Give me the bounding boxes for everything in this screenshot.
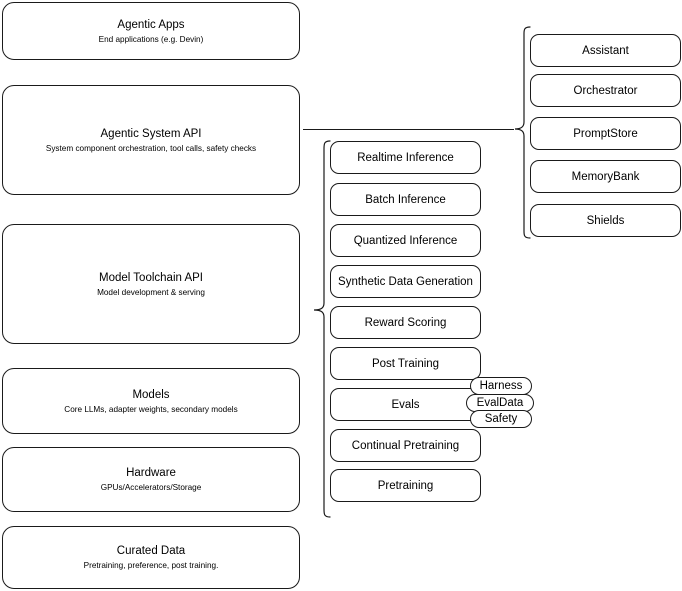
eval-badge-safety[interactable]: Safety bbox=[470, 410, 532, 428]
capability-box-evals[interactable]: Evals bbox=[330, 388, 481, 421]
eval-badge-label: Harness bbox=[479, 380, 523, 392]
component-label: MemoryBank bbox=[571, 170, 640, 183]
connector-agentic-system-api-to-components bbox=[303, 129, 514, 130]
component-label: Shields bbox=[586, 214, 625, 227]
capability-label: Realtime Inference bbox=[357, 151, 454, 164]
eval-badge-label: EvalData bbox=[476, 397, 524, 409]
capability-label: Synthetic Data Generation bbox=[338, 275, 473, 288]
component-box-orchestrator[interactable]: Orchestrator bbox=[530, 74, 681, 107]
eval-badge-label: Safety bbox=[484, 413, 518, 425]
layer-subtitle: System component orchestration, tool cal… bbox=[45, 143, 257, 153]
capability-box-pretraining[interactable]: Pretraining bbox=[330, 469, 481, 502]
component-box-memorybank[interactable]: MemoryBank bbox=[530, 160, 681, 193]
capability-label: Reward Scoring bbox=[364, 316, 447, 329]
layer-title: Models bbox=[132, 388, 170, 401]
eval-badge-harness[interactable]: Harness bbox=[470, 377, 532, 395]
component-label: PromptStore bbox=[573, 127, 638, 140]
layer-title: Curated Data bbox=[116, 545, 186, 557]
capability-label: Quantized Inference bbox=[353, 234, 458, 247]
component-box-assistant[interactable]: Assistant bbox=[530, 34, 681, 67]
capability-label: Evals bbox=[391, 398, 420, 411]
layer-box-curated-data[interactable]: Curated Data Pretraining, preference, po… bbox=[2, 526, 300, 589]
layer-subtitle: Core LLMs, adapter weights, secondary mo… bbox=[64, 404, 238, 414]
capability-box-quantized-inference[interactable]: Quantized Inference bbox=[330, 224, 481, 257]
layer-title: Model Toolchain API bbox=[99, 271, 203, 284]
layer-title: Agentic System API bbox=[100, 127, 202, 140]
layer-title: Hardware bbox=[126, 467, 176, 479]
capability-box-post-training[interactable]: Post Training bbox=[330, 347, 481, 380]
layer-subtitle: GPUs/Accelerators/Storage bbox=[100, 483, 202, 492]
layer-subtitle: Pretraining, preference, post training. bbox=[83, 561, 219, 570]
capability-box-reward-scoring[interactable]: Reward Scoring bbox=[330, 306, 481, 339]
capability-label: Post Training bbox=[371, 357, 440, 370]
capability-box-realtime-inference[interactable]: Realtime Inference bbox=[330, 141, 481, 174]
layer-title: Agentic Apps bbox=[117, 18, 185, 31]
layer-subtitle: End applications (e.g. Devin) bbox=[98, 34, 204, 44]
capability-box-synthetic-data-generation[interactable]: Synthetic Data Generation bbox=[330, 265, 481, 298]
layer-subtitle: Model development & serving bbox=[97, 287, 205, 297]
layer-box-agentic-apps[interactable]: Agentic Apps End applications (e.g. Devi… bbox=[2, 2, 300, 60]
layer-box-models[interactable]: Models Core LLMs, adapter weights, secon… bbox=[2, 368, 300, 434]
capability-box-continual-pretraining[interactable]: Continual Pretraining bbox=[330, 429, 481, 462]
component-label: Assistant bbox=[582, 44, 629, 57]
brace-model-toolchain-capabilities bbox=[306, 138, 332, 522]
capability-label: Pretraining bbox=[377, 479, 434, 492]
capability-label: Batch Inference bbox=[365, 193, 446, 206]
layer-box-agentic-system-api[interactable]: Agentic System API System component orch… bbox=[2, 85, 300, 195]
capability-label: Continual Pretraining bbox=[351, 439, 460, 452]
component-box-shields[interactable]: Shields bbox=[530, 204, 681, 237]
component-label: Orchestrator bbox=[573, 84, 638, 97]
brace-agentic-system-components bbox=[508, 24, 532, 244]
component-box-promptstore[interactable]: PromptStore bbox=[530, 117, 681, 150]
capability-box-batch-inference[interactable]: Batch Inference bbox=[330, 183, 481, 216]
layer-box-model-toolchain-api[interactable]: Model Toolchain API Model development & … bbox=[2, 224, 300, 344]
layer-box-hardware[interactable]: Hardware GPUs/Accelerators/Storage bbox=[2, 447, 300, 512]
